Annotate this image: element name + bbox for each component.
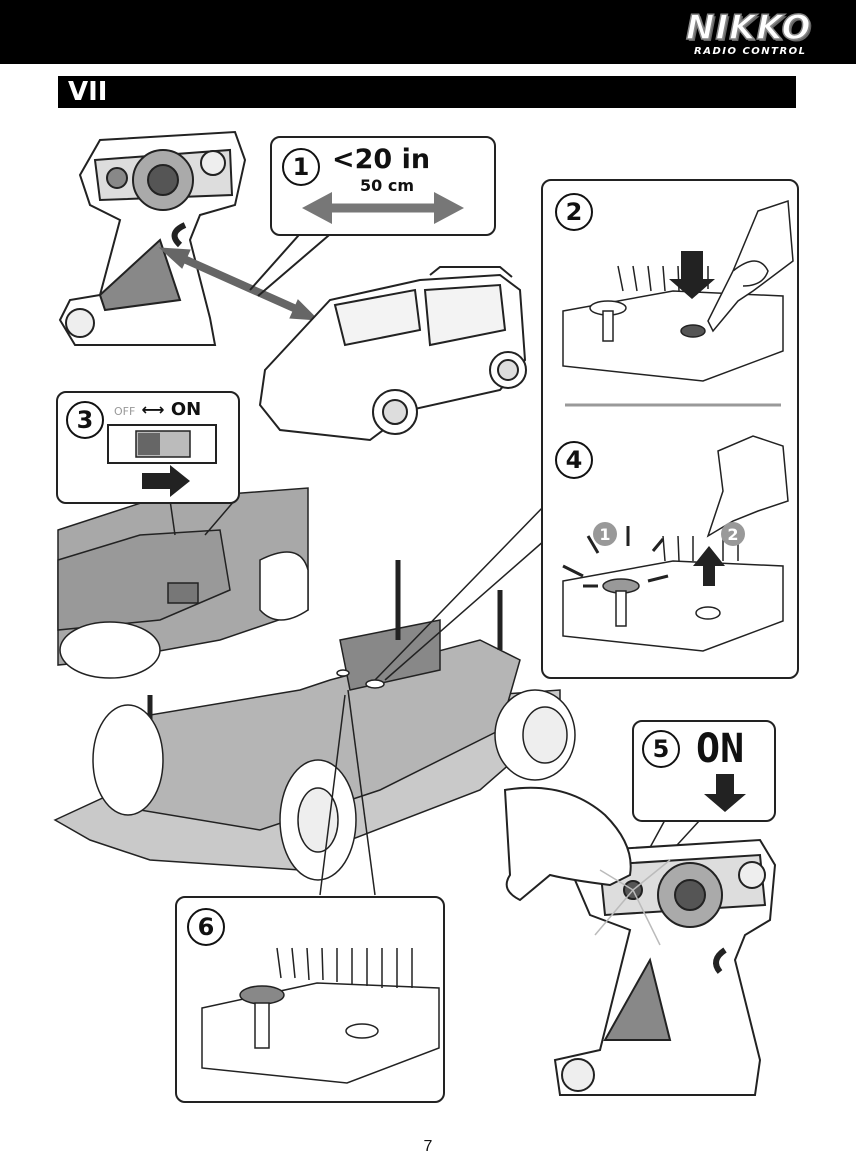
step-4-sub-2: 2: [727, 525, 738, 544]
step-5-number: 5: [642, 730, 680, 768]
step-2-4-illustration: 1 2: [562, 199, 794, 652]
distance-arrow: [158, 199, 336, 321]
power-on-label: ON: [696, 726, 745, 772]
step-4-sub-1: 1: [599, 525, 610, 544]
off-label: OFF: [114, 405, 136, 418]
step-5-panel: 5 ON: [632, 720, 776, 822]
power-switch-label: OFF ⟷ ON: [114, 399, 201, 420]
step-6-number: 6: [187, 908, 225, 946]
step-3-number: 3: [66, 401, 104, 439]
distance-imperial: <20 in: [332, 144, 431, 175]
step-1-number: 1: [282, 148, 320, 186]
double-arrow-icon: ⟷: [141, 400, 165, 419]
power-switch-illustration: [107, 424, 217, 497]
press-glow-lines: [594, 859, 671, 946]
main-chassis: [53, 560, 576, 881]
double-arrow-icon: [302, 192, 464, 224]
on-label: ON: [170, 399, 202, 420]
chassis-closeup: [57, 487, 309, 679]
brand-logo: NIKKO RADIO CONTROL: [680, 7, 812, 60]
car-body: [258, 266, 527, 442]
remote-control-top: [58, 130, 247, 346]
distance-metric: 50 cm: [360, 176, 414, 195]
step-6-panel: 6: [175, 896, 445, 1103]
section-title: VII: [68, 77, 108, 107]
step-2-number: 2: [555, 193, 593, 231]
step-4-number: 4: [555, 441, 593, 479]
brand-subtitle: RADIO CONTROL: [694, 46, 807, 57]
down-arrow-icon: [704, 774, 746, 812]
brand-name: NIKKO: [685, 7, 812, 49]
step-3-panel: 3 OFF ⟷ ON: [56, 391, 240, 504]
step-1-panel: 1 <20 in 50 cm: [270, 136, 496, 236]
step-6-illustration: [201, 947, 440, 1084]
page-number: 7: [423, 1138, 433, 1155]
remote-control-bottom: [503, 786, 777, 1096]
step-2-4-panel: 2 4 1 2: [541, 179, 799, 679]
header-bar: NIKKO RADIO CONTROL: [0, 0, 856, 64]
section-heading-bar: VII: [58, 76, 796, 108]
